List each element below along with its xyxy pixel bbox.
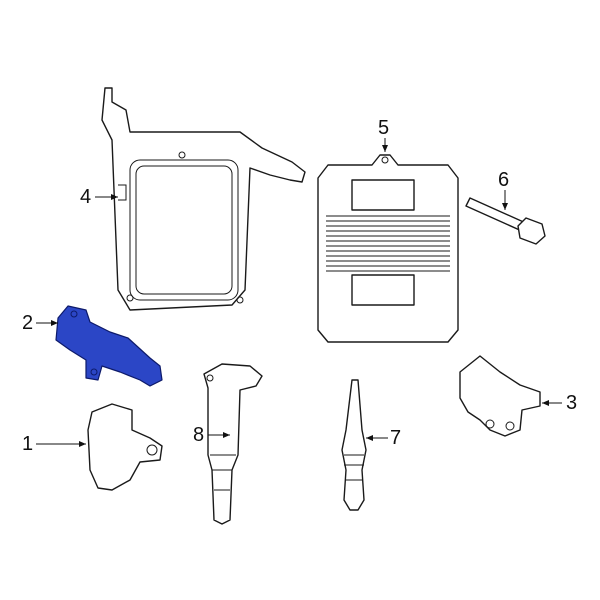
callout-8[interactable]: 8 — [193, 424, 205, 446]
callout-4[interactable]: 4 — [80, 186, 92, 208]
leader-lines — [36, 138, 562, 447]
part-1-sensor[interactable] — [87, 403, 163, 491]
callout-1[interactable]: 1 — [22, 433, 34, 455]
part-5-control-module[interactable] — [317, 154, 459, 343]
part-4-bracket[interactable] — [101, 87, 306, 311]
callout-3[interactable]: 3 — [566, 392, 578, 414]
callout-7[interactable]: 7 — [390, 427, 402, 449]
callout-2[interactable]: 2 — [22, 312, 34, 334]
callout-5[interactable]: 5 — [378, 117, 390, 139]
part-6-bolt[interactable] — [465, 197, 546, 245]
part-8-ignition-coil[interactable] — [203, 363, 263, 525]
callout-6[interactable]: 6 — [498, 169, 510, 191]
part-7-spark-plug[interactable] — [341, 379, 367, 511]
part-3-sensor[interactable] — [459, 355, 541, 437]
part-2-sensor-highlighted[interactable] — [55, 305, 163, 387]
